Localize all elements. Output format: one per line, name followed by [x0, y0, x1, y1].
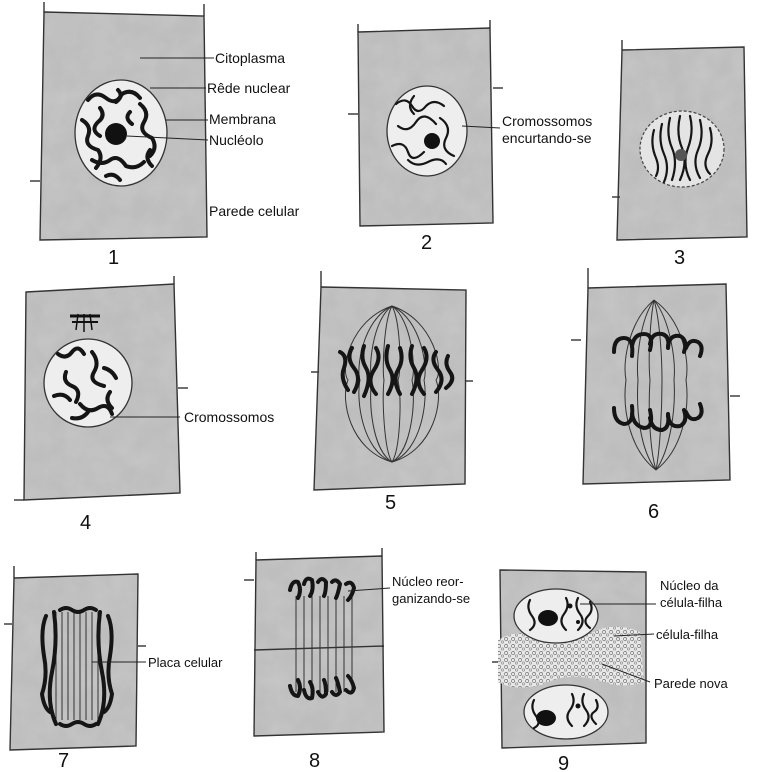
panel-6: 6: [571, 268, 740, 523]
panel-number: 4: [80, 512, 91, 534]
panel-4: Cromossomos 4: [14, 276, 274, 534]
panel-number: 3: [674, 247, 685, 269]
label-membrana: Membrana: [209, 111, 276, 127]
label-rede-nuclear: Rêde nuclear: [207, 80, 291, 96]
label-parede-nova: Parede nova: [654, 676, 728, 691]
nucleolus: [424, 133, 440, 149]
nucleolus: [536, 710, 556, 726]
panel-5: 5: [311, 271, 473, 514]
label-nucleo-reorganizando: Núcleo reor-: [392, 574, 464, 589]
panel-number: 1: [108, 247, 119, 269]
panel-number: 2: [421, 232, 432, 254]
label-nucleo-da: Núcleo da: [660, 578, 719, 593]
panel-2: Cromossomos encurtando-se 2: [348, 20, 592, 254]
panel-9: Núcleo da célula-filha célula-filha Pare…: [492, 570, 728, 772]
panel-number: 7: [58, 750, 69, 772]
panel-number: 6: [648, 501, 659, 523]
label-ganizando-se: ganizando-se: [392, 591, 470, 606]
nucleolus: [105, 123, 127, 145]
nucleolus: [538, 610, 558, 626]
label-nucleolo: Nucléolo: [209, 132, 264, 148]
label-cromossomos: Cromossomos: [184, 409, 274, 425]
panel-7: Placa celular 7: [4, 566, 223, 772]
label-celula-filha-2: célula-filha: [656, 627, 719, 642]
nucleolus: [675, 149, 687, 161]
panel-8: Núcleo reor- ganizando-se 8: [244, 548, 470, 772]
panel-number: 9: [558, 753, 569, 772]
panel-1: 1 Citoplasma Rêde nuclear Membrana Nuclé…: [30, 2, 300, 269]
label-parede-celular: Parede celular: [209, 203, 300, 219]
label-celula-filha-1: célula-filha: [660, 595, 723, 610]
panel-number: 5: [385, 492, 396, 514]
label-encurtando-se: encurtando-se: [502, 130, 592, 146]
label-placa-celular: Placa celular: [148, 655, 223, 670]
panel-number: 8: [309, 750, 320, 772]
panel-3: 3: [612, 40, 747, 269]
label-cromossomos-encurtando: Cromossomos: [502, 113, 592, 129]
label-citoplasma: Citoplasma: [215, 50, 285, 66]
